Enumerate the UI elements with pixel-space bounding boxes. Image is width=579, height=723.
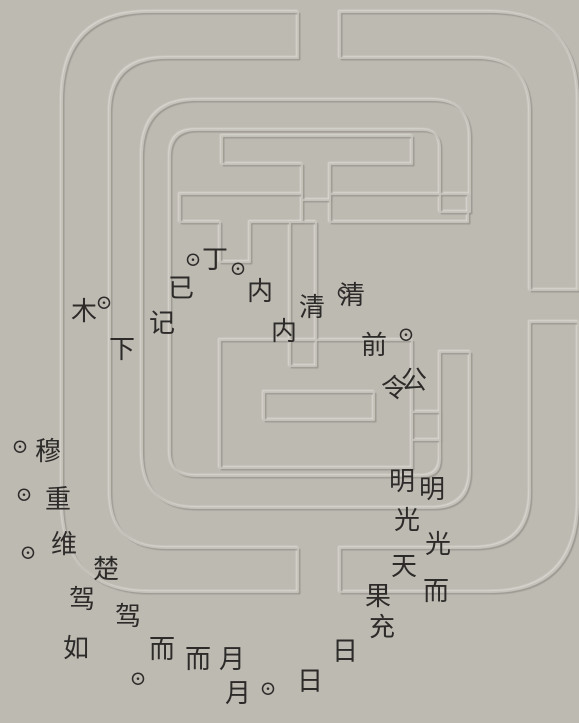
inner-right-hook xyxy=(330,194,468,222)
inscription-character: 记 xyxy=(145,307,179,341)
inscription-character: 而 xyxy=(419,575,453,609)
inner-lower-slot xyxy=(264,392,374,420)
inscription-character: 日 xyxy=(328,635,362,669)
inscription-character: 内 xyxy=(243,275,277,309)
inscription-character: 而 xyxy=(181,643,215,677)
inner-t-bar xyxy=(222,136,412,200)
inscription-character: 如 xyxy=(59,632,93,666)
inscription-character: 公 xyxy=(397,364,431,398)
circle-mark: ⊙ xyxy=(389,317,423,351)
inscription-character: 果 xyxy=(361,580,395,614)
inscription-character: 穆 xyxy=(31,435,65,469)
inscription-character: 清 xyxy=(295,291,329,325)
inscription-character: 驾 xyxy=(65,583,99,617)
outer-frame-top-right xyxy=(340,12,578,290)
inscription-character: 充 xyxy=(365,611,399,645)
inscription-character: 驾 xyxy=(111,600,145,634)
inscription-character: 月 xyxy=(221,677,255,711)
inscription-character: 光 xyxy=(390,504,424,538)
inscription-character: 下 xyxy=(105,333,139,367)
inscription-character: 日 xyxy=(293,665,327,699)
inscription-character: 重 xyxy=(41,483,75,517)
inscription-character: 而 xyxy=(145,633,179,667)
inscription-character: 光 xyxy=(421,528,455,562)
inscription-character: 木 xyxy=(67,295,101,329)
circle-mark: ⊙ xyxy=(7,477,41,511)
inscription-character: 清 xyxy=(335,279,369,313)
inner-side-connector xyxy=(412,412,440,440)
inscription-character: 已 xyxy=(164,272,198,306)
inscription-character: 前 xyxy=(357,329,391,363)
inscription-character: 天 xyxy=(387,550,421,584)
inscription-character: 维 xyxy=(47,528,81,562)
inscription-character: 月 xyxy=(215,643,249,677)
inscription-character: 楚 xyxy=(89,553,123,587)
circle-mark: ⊙ xyxy=(251,671,285,705)
inscription-character: 明 xyxy=(385,465,419,499)
inscription-character: 明 xyxy=(415,473,449,507)
circle-mark: ⊙ xyxy=(11,535,45,569)
